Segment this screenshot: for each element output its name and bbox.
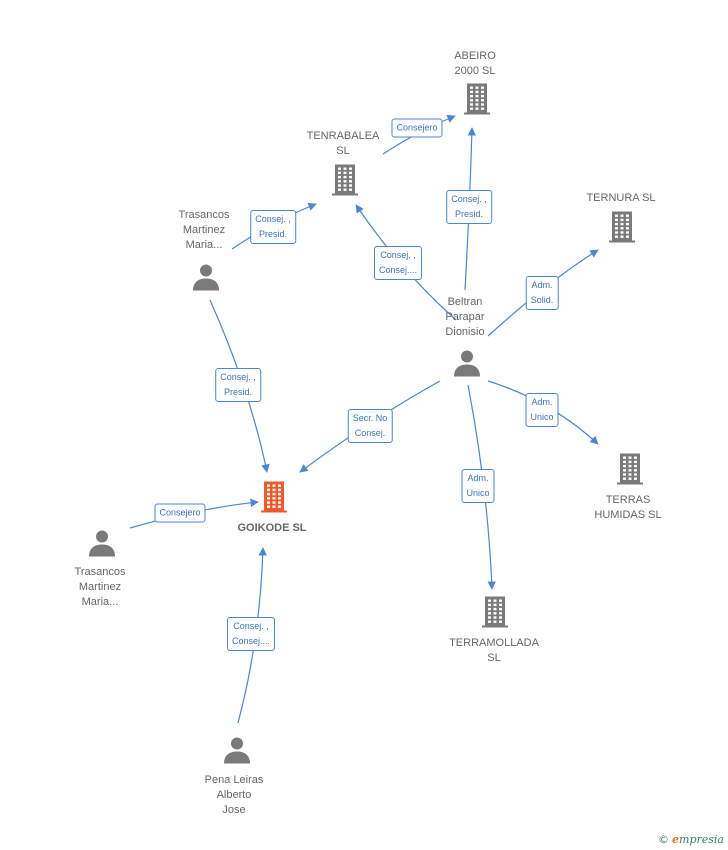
node-label-abeiro[interactable]: ABEIRO 2000 SL	[454, 50, 496, 77]
edge-label-trasancos-goikode[interactable]: Consej. , Presid.	[215, 368, 261, 402]
edge-label-trasancos-tenrabalea[interactable]: Consej. , Presid.	[250, 210, 296, 244]
person-icon-trasancos-bottom[interactable]	[87, 528, 117, 563]
company-icon-terramollada[interactable]	[480, 595, 510, 634]
edge-label-beltran-terras[interactable]: Adm. Unico	[525, 393, 559, 427]
company-icon-abeiro[interactable]	[462, 82, 492, 121]
node-label-ternura[interactable]: TERNURA SL	[586, 192, 656, 204]
node-label-pena[interactable]: Pena Leiras Alberto Jose	[204, 774, 264, 816]
node-label-terramollada[interactable]: TERRAMOLLADA SL	[449, 637, 539, 664]
edge-label-beltran-terramollada[interactable]: Adm. Unico	[461, 469, 495, 503]
person-icon-trasancos-top[interactable]	[191, 262, 221, 297]
edge-label-beltran-tenrabalea[interactable]: Consej. , Consej....	[373, 246, 423, 280]
edge-label-beltran-abeiro[interactable]: Consej. , Presid.	[446, 190, 492, 224]
node-label-terras[interactable]: TERRAS HUMIDAS SL	[594, 494, 662, 521]
node-label-beltran[interactable]: Beltran Parapar Dionisio	[445, 296, 485, 338]
copyright-symbol: ©	[658, 833, 670, 846]
node-label-trasancos-bottom[interactable]: Trasancos Martinez Maria...	[74, 566, 126, 608]
company-icon-ternura[interactable]	[607, 210, 637, 249]
company-icon-tenrabalea[interactable]	[330, 163, 360, 202]
brand-logo: ©empresia	[658, 833, 724, 846]
person-icon-pena[interactable]	[222, 735, 252, 770]
node-label-goikode[interactable]: GOIKODE SL	[237, 522, 307, 534]
edge-label-pena-goikode[interactable]: Consej. , Consej....	[226, 617, 276, 651]
edge-label-tenrabalea-abeiro[interactable]: Consejero	[391, 118, 443, 138]
node-label-trasancos-top[interactable]: Trasancos Martinez Maria...	[178, 209, 230, 251]
node-label-tenrabalea[interactable]: TENRABALEA SL	[306, 130, 380, 157]
edge-label-beltran-ternura[interactable]: Adm. Solid.	[525, 276, 559, 310]
company-icon-goikode[interactable]	[259, 480, 289, 519]
person-icon-beltran[interactable]	[452, 348, 482, 383]
edge-label-beltran-goikode[interactable]: Secr. No Consej.	[347, 409, 393, 443]
brand-initial: e	[672, 833, 680, 846]
brand-name: mpresia	[679, 833, 724, 846]
edge-label-trasancos2-goikode[interactable]: Consejero	[154, 503, 206, 523]
company-icon-terras[interactable]	[615, 452, 645, 491]
